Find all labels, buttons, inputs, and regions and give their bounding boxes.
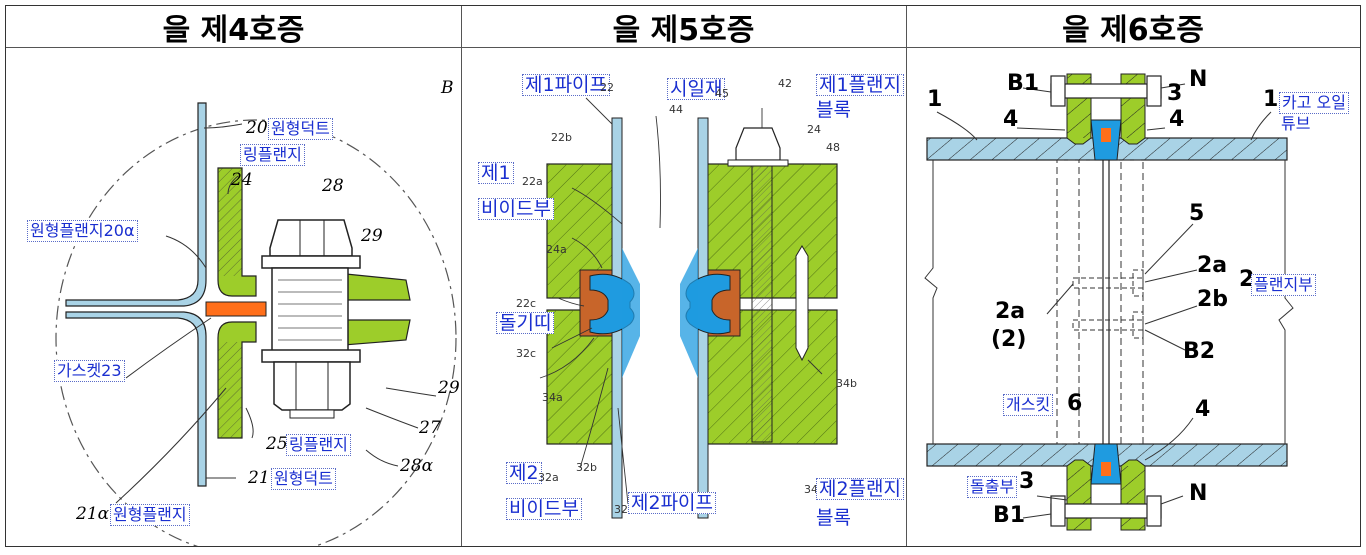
label-num-34a: 34a (542, 391, 563, 404)
bolt-shank (271, 267, 349, 359)
label-num-24: 24 (231, 170, 253, 190)
label-num-32a: 32a (538, 471, 559, 484)
label-num-32b: 32b (576, 461, 597, 474)
label-circ-flange-21a: 원형플랜지 (110, 504, 190, 526)
detail-circle (55, 119, 457, 546)
label-protrusion: 돌출부 (967, 476, 1018, 498)
washer-top (261, 255, 361, 269)
label-num-21: 21 (248, 468, 270, 488)
upper-duct (65, 102, 207, 307)
label-num-24a: 24a (546, 243, 567, 256)
label-num-28: 28 (322, 176, 344, 196)
label-3-bottom: 3 (1019, 469, 1035, 494)
label-5: 5 (1189, 201, 1205, 226)
label-num-45: 45 (715, 87, 729, 100)
label-num-22c: 22c (516, 297, 537, 310)
label-num-34: 34 (804, 483, 818, 496)
label-1-right: 1 (1263, 87, 1279, 112)
label-num-22b: 22b (551, 131, 572, 144)
label-bead-2a: 제2 (506, 462, 542, 484)
divider-2 (906, 6, 907, 546)
label-n-top: N (1189, 67, 1208, 92)
label-gasket: 개스킷 (1003, 394, 1054, 416)
label-ring-flange-25: 링플랜지 (286, 434, 351, 456)
label-b1-bottom: B1 (993, 503, 1026, 528)
label-2: 2 (1239, 267, 1255, 292)
label-ring-flange: 링플랜지 (240, 144, 305, 166)
bottom-bolt (1050, 503, 1162, 519)
label-flange-block-2a: 제2플랜지 (816, 478, 905, 500)
dowel-pin (795, 245, 809, 362)
nut (273, 361, 351, 411)
label-num-42: 42 (778, 77, 792, 90)
label-num-28a: 28α (400, 456, 434, 476)
label-2a-right: 2a (1197, 253, 1228, 278)
panel-title-4: 을 제4호증 (6, 6, 461, 48)
bolt-head (269, 219, 353, 257)
label-num-22a: 22a (522, 175, 543, 188)
label-num-24: 24 (807, 123, 821, 136)
label-num-22: 22 (600, 81, 614, 94)
lower-duct (65, 311, 207, 487)
label-num-27: 27 (419, 418, 441, 438)
label-sealant: 시일재 (667, 78, 726, 100)
label-num-25: 25 (266, 434, 288, 454)
gasket-23 (205, 301, 267, 317)
washer-bottom (261, 349, 361, 363)
label-b: B (441, 78, 454, 98)
label-num-29b: 29 (438, 378, 460, 398)
label-num-32c: 32c (516, 347, 537, 360)
label-flange-block-1b: 블록 (816, 99, 851, 121)
label-flange-block-1a: 제1플랜지 (816, 74, 905, 96)
label-bead-1a: 제1 (478, 162, 514, 184)
label-gasket-23: 가스켓23 (54, 360, 125, 382)
label-1-left: 1 (927, 87, 943, 112)
divider-1 (461, 6, 462, 546)
duct-flange-drawing (55, 102, 457, 546)
panel-exhibit-6: B1 N 3 1 4 4 1 카고 오일 튜브 5 2a 2 플랜지부 2b 2… (907, 48, 1360, 546)
label-num-29a: 29 (361, 226, 383, 246)
tube-flange-drawing (924, 73, 1294, 531)
label-4-bottom: 4 (1195, 397, 1211, 422)
label-num-48: 48 (826, 141, 840, 154)
bolt-42-head (735, 127, 781, 161)
label-n-bottom: N (1189, 481, 1208, 506)
label-num-20: 20 (246, 118, 268, 138)
label-b1-top: B1 (1007, 71, 1040, 96)
label-4-right: 4 (1169, 107, 1185, 132)
label-band: 돌기띠 (496, 312, 555, 334)
label-2a-left: 2a (995, 299, 1026, 324)
pipe-flange-block-drawing (539, 97, 838, 519)
panel-exhibit-4: B 20 원형덕트 링플랜지 24 28 29 원형플랜지20α 가스켓23 2… (6, 48, 461, 546)
label-flange-block-2b: 블록 (816, 507, 851, 529)
label-bead-2b: 비이드부 (506, 498, 582, 520)
label-2-paren: (2) (991, 327, 1027, 352)
label-cargo-tube-a: 카고 오일 (1279, 92, 1349, 114)
panel-title-5: 을 제5호증 (461, 6, 906, 48)
label-num-34b: 34b (836, 377, 857, 390)
label-4-left: 4 (1003, 107, 1019, 132)
panel-exhibit-5: 제1파이프 22 44 시일재 45 42 제1플랜지 블록 24 48 22b… (462, 48, 906, 546)
label-2b: 2b (1197, 287, 1229, 312)
bottom-gasket (1101, 462, 1111, 476)
label-flange-part: 플랜지부 (1251, 274, 1316, 296)
label-6: 6 (1067, 391, 1083, 416)
label-num-44: 44 (669, 103, 683, 116)
label-cargo-tube-b: 튜브 (1281, 114, 1311, 134)
top-bolt (1050, 83, 1162, 99)
label-duct-20: 원형덕트 (268, 118, 333, 140)
figure-frame: 을 제4호증 을 제5호증 을 제6호증 (5, 5, 1361, 547)
label-bead-1b: 비이드부 (478, 198, 554, 220)
label-circ-flange-20a: 원형플랜지20α (27, 220, 138, 242)
bolt-42-shank (751, 165, 773, 443)
label-3-top: 3 (1167, 81, 1183, 106)
top-gasket (1101, 128, 1111, 142)
label-duct-21: 원형덕트 (271, 468, 336, 490)
label-num-32: 32 (614, 503, 628, 516)
label-num-21a: 21α (76, 504, 110, 524)
label-b2: B2 (1183, 339, 1216, 364)
label-pipe-1: 제1파이프 (522, 74, 611, 96)
panel-title-6: 을 제6호증 (906, 6, 1360, 48)
label-pipe-2: 제2파이프 (628, 492, 717, 514)
